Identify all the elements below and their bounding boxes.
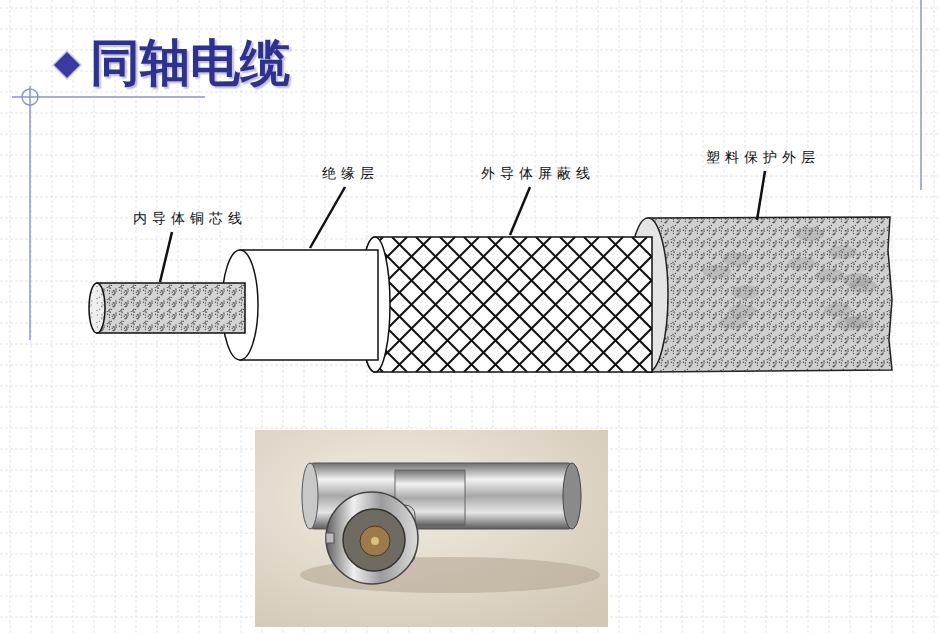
grid-line [0, 113, 940, 114]
leader-line [510, 187, 530, 235]
part-label: 外导体屏蔽线 [481, 165, 595, 182]
braid-wire [704, 237, 839, 372]
braid-wire [656, 237, 791, 372]
braid-outline [360, 237, 652, 372]
grid-line [0, 197, 940, 198]
outer-jacket [648, 217, 892, 372]
jacket-texture [703, 265, 731, 279]
grid-line [0, 386, 940, 387]
connector-photo [255, 430, 608, 627]
grid-line [0, 29, 940, 30]
grid-line [913, 0, 914, 633]
braid-wire [752, 237, 887, 372]
rule-line [29, 86, 31, 340]
bayonet-ring [326, 492, 418, 584]
coax-cable [89, 217, 911, 372]
dielectric [360, 526, 390, 556]
inner-conductor [97, 283, 245, 333]
braid-hatch [200, 237, 911, 372]
conductor-face [89, 283, 105, 333]
leader-line [757, 171, 765, 220]
jacket-texture [788, 257, 816, 271]
grid-line [0, 176, 940, 177]
braid-wire [608, 237, 743, 372]
jacket-texture [824, 303, 852, 317]
braid-wire [680, 237, 815, 372]
title-bullet [53, 51, 81, 79]
grid-line [31, 0, 32, 633]
bayonet-inner [343, 509, 405, 571]
rule-line [12, 96, 205, 98]
t-end [563, 463, 581, 529]
jacket-texture [722, 252, 750, 266]
grid-line [0, 8, 940, 9]
rule-line [920, 0, 922, 190]
slide-title: 同轴电缆 [90, 36, 290, 91]
rule-circle [22, 89, 38, 105]
grid-line [934, 0, 935, 633]
braid-wire [728, 237, 863, 372]
braid-wire [680, 237, 815, 372]
t-end [302, 463, 318, 529]
braid-wire [656, 237, 791, 372]
jacket-texture [829, 245, 857, 259]
part-label: 塑料保护外层 [706, 149, 820, 166]
braid-wire [608, 237, 743, 372]
jacket-texture [816, 268, 844, 282]
insulation [240, 250, 378, 360]
grid-line [0, 134, 940, 135]
part-label: 内导体铜芯线 [133, 210, 247, 227]
center-pin [371, 537, 379, 545]
jacket-texture [848, 279, 876, 293]
leader-line [160, 232, 172, 282]
braid-wire [776, 237, 911, 372]
braid-wire [704, 237, 839, 372]
jacket-texture [836, 317, 864, 331]
jacket-texture [796, 227, 824, 241]
braid-shield [360, 237, 652, 372]
grid-line [0, 407, 940, 408]
leader-line [310, 187, 345, 248]
grid-line [0, 428, 940, 429]
bayonet-stud [326, 533, 334, 543]
grid-line [73, 0, 74, 633]
braid-wire [728, 237, 863, 372]
photo-background [255, 430, 608, 627]
part-label: 绝缘层 [322, 165, 379, 182]
grid-line [892, 0, 893, 633]
braid-wire [776, 237, 911, 372]
grid-line [0, 92, 940, 93]
braid-wire [752, 237, 887, 372]
grid-line [52, 0, 53, 633]
jacket-texture [719, 316, 747, 330]
grid-line [10, 0, 11, 633]
jacket-texture [731, 285, 759, 299]
